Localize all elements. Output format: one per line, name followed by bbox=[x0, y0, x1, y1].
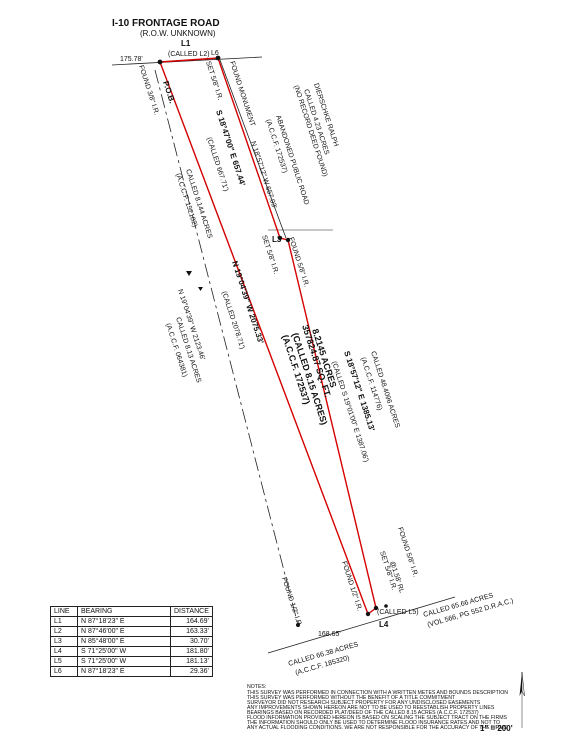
line-table-header-cell: LINE bbox=[50, 606, 78, 617]
table-row: L4 S 71°25'00" W 181.80' bbox=[50, 646, 213, 657]
fence-mark-2 bbox=[198, 287, 203, 291]
table-row: L3 N 85°48'00" E 30.70' bbox=[50, 636, 213, 647]
bottom-pin-marker bbox=[384, 604, 388, 608]
pob-corner-marker bbox=[157, 59, 163, 65]
line-table-header-cell: DISTANCE bbox=[170, 606, 213, 617]
note-line: FLOOD INFORMATION PROVIDED HEREON IS BAS… bbox=[247, 715, 508, 721]
distance-cell: 29.36' bbox=[170, 666, 213, 677]
note-line: THIS SURVEY WAS PERFORMED WITHOUT THE BE… bbox=[247, 695, 456, 701]
bearing-cell: S 71°25'00" W bbox=[77, 646, 171, 657]
bottom-found-half-b: FOUND 1/2" I.R. bbox=[280, 576, 303, 628]
top-right-corner-marker bbox=[215, 55, 221, 61]
note-line: THIS SURVEY WAS PERFORMED IN CONNECTION … bbox=[247, 690, 508, 696]
bearing-cell: S 71°25'00" W bbox=[77, 656, 171, 667]
west-dashed-line bbox=[154, 69, 299, 626]
mid-corner-marker bbox=[277, 235, 283, 241]
line-id-cell: L2 bbox=[50, 626, 78, 637]
frontage-road-line bbox=[111, 56, 263, 66]
bottom-far-corner-marker bbox=[296, 623, 300, 627]
center-line-called: (CALLED 2078.71') bbox=[220, 290, 245, 350]
road-name: I-10 FRONTAGE ROAD bbox=[112, 18, 220, 29]
distance-cell: 181.80' bbox=[170, 646, 213, 657]
notes-block: NOTES: THIS SURVEY WAS PERFORMED IN CONN… bbox=[247, 684, 508, 731]
top-l6-label: L6 bbox=[211, 50, 219, 57]
top-distance: 175.78' bbox=[120, 56, 143, 63]
table-row: L1 N 87°18'23" E 164.69' bbox=[50, 616, 213, 627]
scale-label: 1" = 200' bbox=[480, 724, 513, 733]
table-row: L5 S 71°25'00" W 181.13' bbox=[50, 656, 213, 667]
bearing-cell: N 87°18'23" E bbox=[77, 616, 171, 627]
mid-found-label: FOUND 5/8" I.R. bbox=[287, 236, 310, 288]
note-line: SURVEYOR DID NOT RESEARCH SUBJECT PROPER… bbox=[247, 700, 481, 706]
bottom-right-found: FOUND 5/8" I.R. bbox=[396, 526, 419, 578]
road-row: (R.O.W. UNKNOWN) bbox=[140, 29, 216, 38]
line-id-cell: L1 bbox=[50, 616, 78, 627]
line-table-header: LINE BEARING DISTANCE bbox=[50, 606, 213, 617]
distance-cell: 30.70' bbox=[170, 636, 213, 647]
bottom-distance: 168.65' bbox=[318, 631, 341, 638]
line-id-cell: L5 bbox=[50, 656, 78, 667]
fence-mark bbox=[186, 271, 192, 276]
pob-label: P.O.B. bbox=[161, 80, 177, 105]
note-line: THE INFORMATION SHOULD ONLY BE USED TO D… bbox=[247, 720, 500, 726]
mid-corner-marker-2 bbox=[285, 237, 291, 243]
line-table-header-cell: BEARING bbox=[77, 606, 171, 617]
note-line: BEARINGS BASED ON RECORDED PLAT/DEED OF … bbox=[247, 710, 479, 716]
line-id-cell: L6 bbox=[50, 666, 78, 677]
found-3-8-label: FOUND 3/8" I.R. bbox=[137, 64, 160, 116]
line-id-cell: L3 bbox=[50, 636, 78, 647]
distance-cell: 163.33' bbox=[170, 626, 213, 637]
bearing-cell: N 87°18'23" E bbox=[77, 666, 171, 677]
distance-cell: 164.69' bbox=[170, 616, 213, 627]
bearing-cell: N 85°48'00" E bbox=[77, 636, 171, 647]
l3-label: L3 bbox=[272, 235, 282, 244]
north-arrow-icon bbox=[519, 671, 525, 728]
table-row: L2 N 87°46'00" E 163.33' bbox=[50, 626, 213, 637]
abandoned-road-line bbox=[219, 59, 287, 239]
bearing-cell: N 87°46'00" E bbox=[77, 626, 171, 637]
top-l1-label: L1 bbox=[181, 39, 191, 48]
top-called-l2: (CALLED L2) bbox=[168, 51, 210, 58]
note-line: ANY ACTUAL FLOODING CONDITIONS. WE ARE N… bbox=[247, 725, 508, 731]
line-id-cell: L4 bbox=[50, 646, 78, 657]
bottom-south-line bbox=[267, 596, 456, 654]
bottom-left-corner-marker bbox=[365, 611, 371, 617]
bottom-right-corner-marker bbox=[373, 605, 379, 611]
distance-cell: 181.13' bbox=[170, 656, 213, 667]
note-line: ANY IMPROVEMENTS SHOWN HEREON ARE NOT TO… bbox=[247, 705, 495, 711]
table-row: L6 N 87°18'23" E 29.36' bbox=[50, 666, 213, 677]
line-table: LINE BEARING DISTANCE L1 N 87°18'23" E 1… bbox=[50, 606, 213, 677]
l4-label: L4 bbox=[379, 620, 389, 629]
bottom-called-l5: (CALLED L5) bbox=[377, 609, 419, 616]
notes-title: NOTES: bbox=[247, 684, 266, 690]
